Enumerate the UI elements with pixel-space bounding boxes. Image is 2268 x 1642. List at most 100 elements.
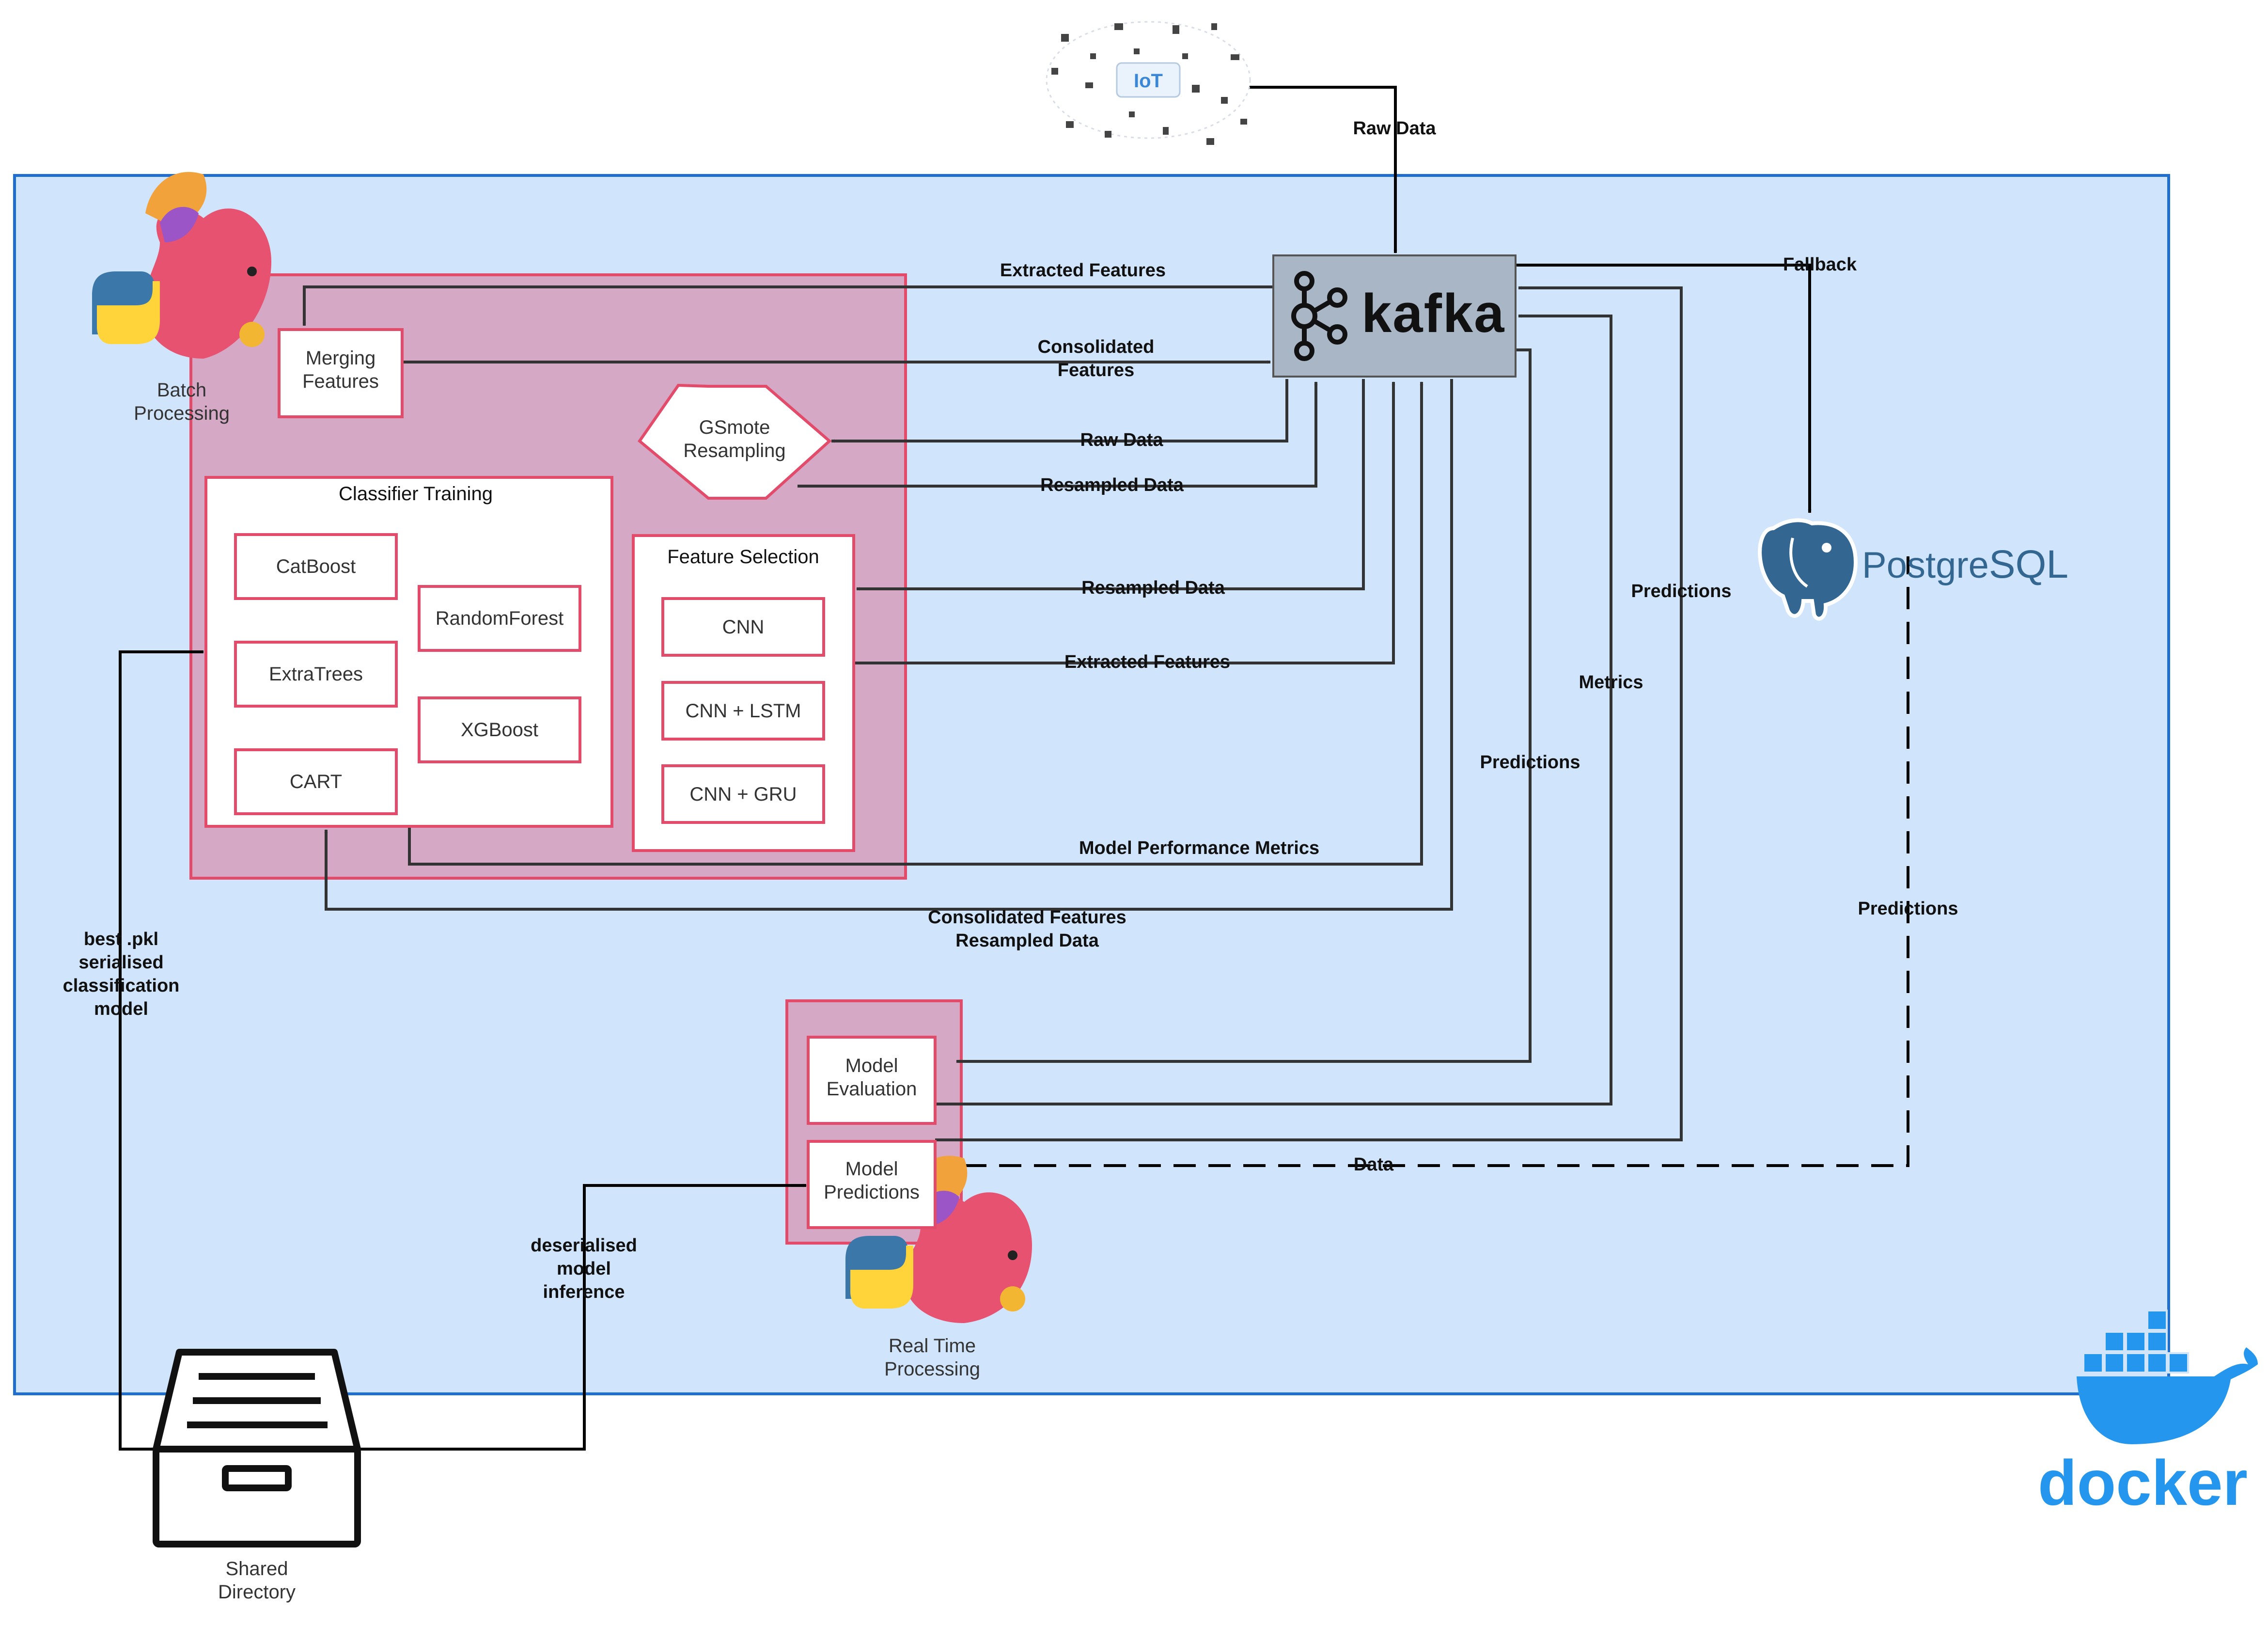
cnn-label: CNN	[722, 616, 765, 638]
iot-cloud: IoT	[1046, 21, 1251, 145]
edge-metrics	[935, 314, 1612, 1105]
cart-node[interactable]: CART	[234, 748, 398, 815]
svg-text:Processing: Processing	[134, 403, 230, 424]
kafka-logo-text: kafka	[1361, 283, 1505, 344]
edge-raw-data-gsmote	[831, 379, 1288, 443]
docker-whale-icon	[2077, 1310, 2258, 1444]
label-consolidated-resampled-2: Resampled Data	[955, 931, 1099, 951]
model-evaluation-label-2: Evaluation	[827, 1078, 917, 1100]
svg-text:GSmote: GSmote	[699, 417, 770, 438]
edges	[119, 86, 1910, 1451]
feature-selection-title: Feature Selection	[667, 546, 819, 568]
edge-extracted-features-fs	[854, 381, 1395, 664]
label-data: Data	[1354, 1154, 1394, 1175]
real-time-processing-label-2: Processing	[884, 1358, 980, 1380]
svg-text:Model: Model	[845, 1158, 898, 1180]
postgresql-logo-text: PostgreSQL	[1862, 542, 2068, 586]
extratrees-node[interactable]: ExtraTrees	[234, 641, 398, 708]
kafka-node[interactable]: kafka	[1272, 254, 1517, 378]
classifier-training-title: Classifier Training	[339, 483, 493, 505]
gsmote-resampling-node[interactable]: GSmote Resampling	[637, 383, 832, 500]
label-raw-data-iot: Raw Data	[1353, 118, 1436, 139]
edge-predictions-2	[935, 286, 1683, 1141]
edge-fallback	[1516, 264, 1812, 513]
cnn-gru-label: CNN + GRU	[689, 784, 797, 805]
cnn-node[interactable]: CNN	[661, 597, 825, 657]
shared-directory-label-1: Shared	[226, 1558, 288, 1579]
svg-text:Resampled Data: Resampled Data	[955, 931, 1099, 951]
docker-logo-text: docker	[2038, 1447, 2248, 1518]
label-resampled-data-gsmote: Resampled Data	[1040, 475, 1184, 495]
cnn-lstm-label: CNN + LSTM	[686, 700, 801, 722]
edge-best-pkl	[119, 650, 203, 1451]
svg-text:serialised: serialised	[78, 952, 163, 973]
label-resampled-data-fs: Resampled Data	[1081, 578, 1225, 598]
shared-directory-node[interactable]: Shared Directory	[153, 1349, 361, 1603]
label-consolidated-2: Features	[1058, 360, 1134, 380]
label-predictions-1: Predictions	[1480, 752, 1580, 773]
edge-labels: Raw Data Fallback Extracted Features Con…	[63, 118, 1958, 1302]
label-best-pkl-2: serialised	[78, 952, 163, 973]
model-evaluation-label-1: Model	[845, 1055, 898, 1076]
edge-data-dashed	[964, 556, 1910, 1167]
label-raw-data-gsmote: Raw Data	[1080, 430, 1163, 450]
xgboost-label: XGBoost	[461, 719, 538, 741]
cnn-lstm-node[interactable]: CNN + LSTM	[661, 681, 825, 741]
catboost-label: CatBoost	[276, 556, 356, 577]
label-best-pkl-4: model	[94, 999, 148, 1019]
svg-text:Consolidated: Consolidated	[1038, 337, 1155, 357]
filing-box-icon	[153, 1349, 361, 1547]
gsmote-label-1: GSmote	[699, 417, 770, 438]
label-best-pkl-1: best .pkl	[84, 929, 158, 949]
svg-text:best .pkl: best .pkl	[84, 929, 158, 949]
postgresql-node[interactable]: PostgreSQL	[1758, 518, 2068, 621]
docker-logo: docker	[2038, 1310, 2258, 1518]
svg-text:Features: Features	[1058, 360, 1134, 380]
svg-text:Merging: Merging	[306, 347, 376, 369]
cart-label: CART	[290, 771, 342, 792]
kafka-icon	[1291, 271, 1347, 361]
model-predictions-label-1: Model	[845, 1158, 898, 1180]
catboost-node[interactable]: CatBoost	[234, 533, 398, 600]
label-predictions-2: Predictions	[1631, 581, 1732, 601]
extratrees-label: ExtraTrees	[269, 663, 363, 685]
merging-features-node[interactable]: Merging Features	[278, 328, 404, 418]
postgresql-elephant-icon	[1758, 518, 1858, 621]
svg-text:Predictions: Predictions	[824, 1182, 920, 1203]
svg-text:Evaluation: Evaluation	[827, 1078, 917, 1100]
gsmote-label-2: Resampling	[683, 440, 785, 461]
iot-label: IoT	[1134, 70, 1163, 92]
svg-text:Resampling: Resampling	[683, 440, 785, 461]
edge-extracted-features-top	[302, 285, 1273, 326]
label-deserialised-3: inference	[543, 1282, 625, 1302]
label-deserialised-2: model	[557, 1259, 611, 1279]
randomforest-node[interactable]: RandomForest	[418, 585, 581, 652]
model-predictions-node[interactable]: Model Predictions	[807, 1140, 937, 1229]
svg-text:Model: Model	[845, 1055, 898, 1076]
label-predictions-db: Predictions	[1858, 899, 1958, 919]
randomforest-label: RandomForest	[436, 608, 564, 629]
svg-text:Consolidated Features: Consolidated Features	[928, 907, 1126, 928]
model-evaluation-node[interactable]: Model Evaluation	[807, 1036, 937, 1125]
model-predictions-label-2: Predictions	[824, 1182, 920, 1203]
merging-features-label-1: Merging	[306, 347, 376, 369]
xgboost-node[interactable]: XGBoost	[418, 696, 581, 763]
svg-text:classification: classification	[63, 976, 180, 996]
edge-deserialised	[358, 1184, 807, 1451]
edge-model-performance-metrics	[408, 381, 1423, 866]
svg-text:model: model	[94, 999, 148, 1019]
batch-processing-label-2: Processing	[134, 403, 230, 424]
label-metrics: Metrics	[1579, 672, 1643, 693]
svg-text:deserialised: deserialised	[531, 1235, 637, 1256]
label-model-performance-metrics: Model Performance Metrics	[1079, 838, 1319, 858]
edge-resampled-data-fs	[856, 379, 1365, 591]
svg-text:Directory: Directory	[218, 1581, 296, 1603]
merging-features-label-2: Features	[302, 371, 379, 392]
cnn-gru-node[interactable]: CNN + GRU	[661, 764, 825, 824]
label-fallback: Fallback	[1783, 254, 1857, 275]
label-consolidated-1: Consolidated	[1038, 337, 1155, 357]
real-time-processing-label-1: Real Time	[889, 1335, 976, 1357]
label-extracted-features-fs: Extracted Features	[1064, 652, 1230, 672]
edge-resampled-data-gsmote	[798, 381, 1318, 488]
